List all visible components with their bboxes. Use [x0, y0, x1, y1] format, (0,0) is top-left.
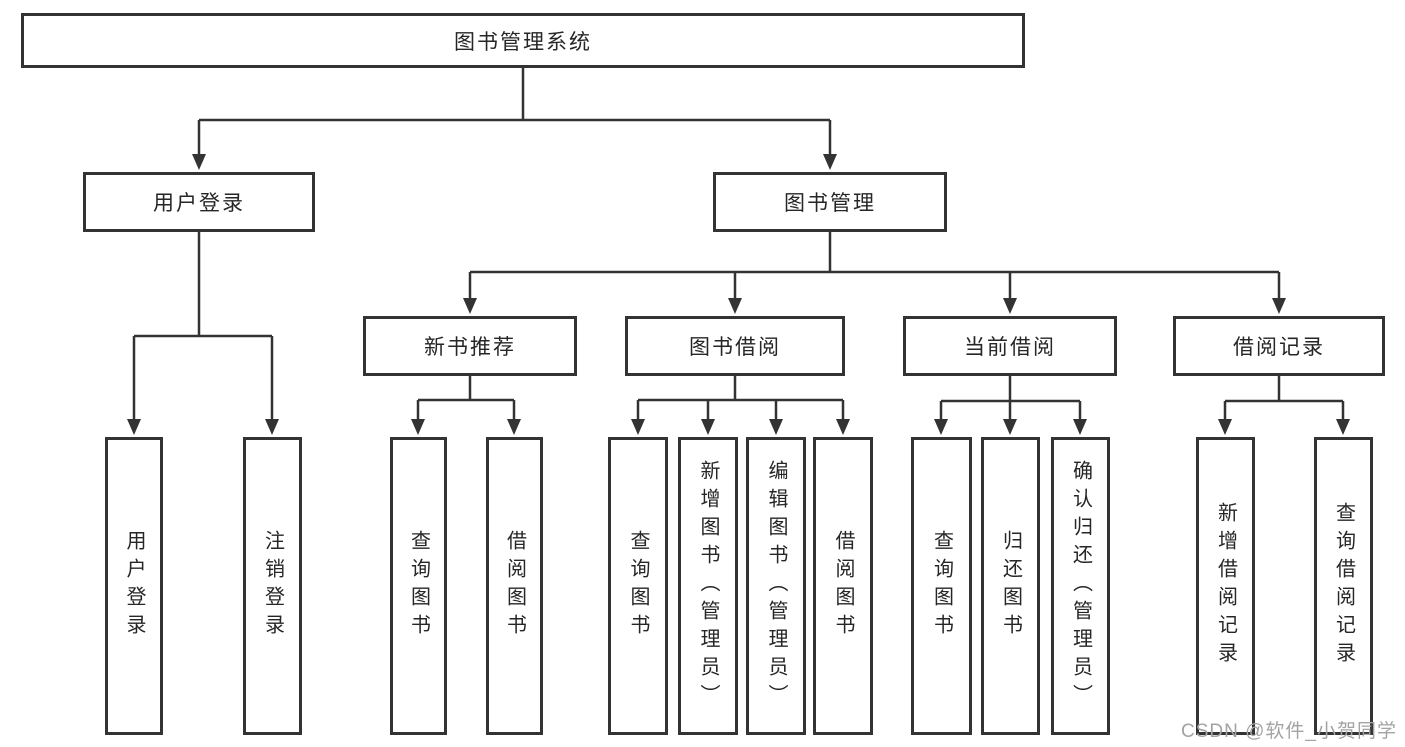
arrowhead — [934, 419, 948, 435]
leaf-logout: 注销登录 — [243, 437, 302, 735]
arrowhead — [728, 298, 742, 314]
edge-borrow-to-leaves — [636, 376, 845, 421]
arrowhead — [631, 419, 645, 435]
arrowhead — [411, 419, 425, 435]
arrowhead — [265, 419, 279, 435]
arrowhead — [507, 419, 521, 435]
node-borrow-records: 借阅记录 — [1173, 316, 1385, 376]
arrowhead — [701, 419, 715, 435]
arrowhead — [769, 419, 783, 435]
arrowhead — [463, 298, 477, 314]
edge-login-to-leaves — [132, 232, 274, 421]
leaf-edit-book-admin: 编辑图书（管理员） — [746, 437, 806, 735]
edge-root-to-level2 — [197, 68, 832, 156]
leaf-add-book-admin: 新增图书（管理员） — [678, 437, 738, 735]
leaf-add-borrow-record: 新增借阅记录 — [1196, 437, 1255, 735]
arrowhead — [823, 154, 837, 170]
node-user-login: 用户登录 — [83, 172, 315, 232]
edge-newbook-to-leaves — [416, 376, 516, 421]
edge-records-to-leaves — [1223, 376, 1345, 421]
arrowhead — [1003, 419, 1017, 435]
leaf-confirm-return-admin: 确认归还（管理员） — [1051, 437, 1110, 735]
leaf-user-login: 用户登录 — [105, 437, 163, 735]
arrowhead — [1218, 419, 1232, 435]
arrowhead — [836, 419, 850, 435]
node-book-borrow: 图书借阅 — [625, 316, 845, 376]
arrowhead — [1272, 298, 1286, 314]
node-book-management: 图书管理 — [713, 172, 947, 232]
leaf-return-book: 归还图书 — [981, 437, 1040, 735]
edge-bookmgmt-to-level3 — [468, 232, 1281, 300]
leaf-query-book-1: 查询图书 — [390, 437, 447, 735]
arrowhead — [192, 154, 206, 170]
node-library-system-root: 图书管理系统 — [21, 13, 1025, 68]
csdn-watermark: CSDN @软件_小贺同学 — [1181, 721, 1397, 742]
leaf-query-book-3: 查询图书 — [911, 437, 972, 735]
arrowhead — [1003, 298, 1017, 314]
edge-current-to-leaves — [939, 376, 1082, 421]
arrowhead — [127, 419, 141, 435]
leaf-query-book-2: 查询图书 — [608, 437, 668, 735]
node-new-book-recommend: 新书推荐 — [363, 316, 577, 376]
leaf-borrow-book-1: 借阅图书 — [486, 437, 543, 735]
node-current-borrow: 当前借阅 — [903, 316, 1117, 376]
leaf-query-borrow-record: 查询借阅记录 — [1314, 437, 1373, 735]
arrowhead — [1073, 419, 1087, 435]
arrowhead — [1336, 419, 1350, 435]
leaf-borrow-book-2: 借阅图书 — [813, 437, 873, 735]
